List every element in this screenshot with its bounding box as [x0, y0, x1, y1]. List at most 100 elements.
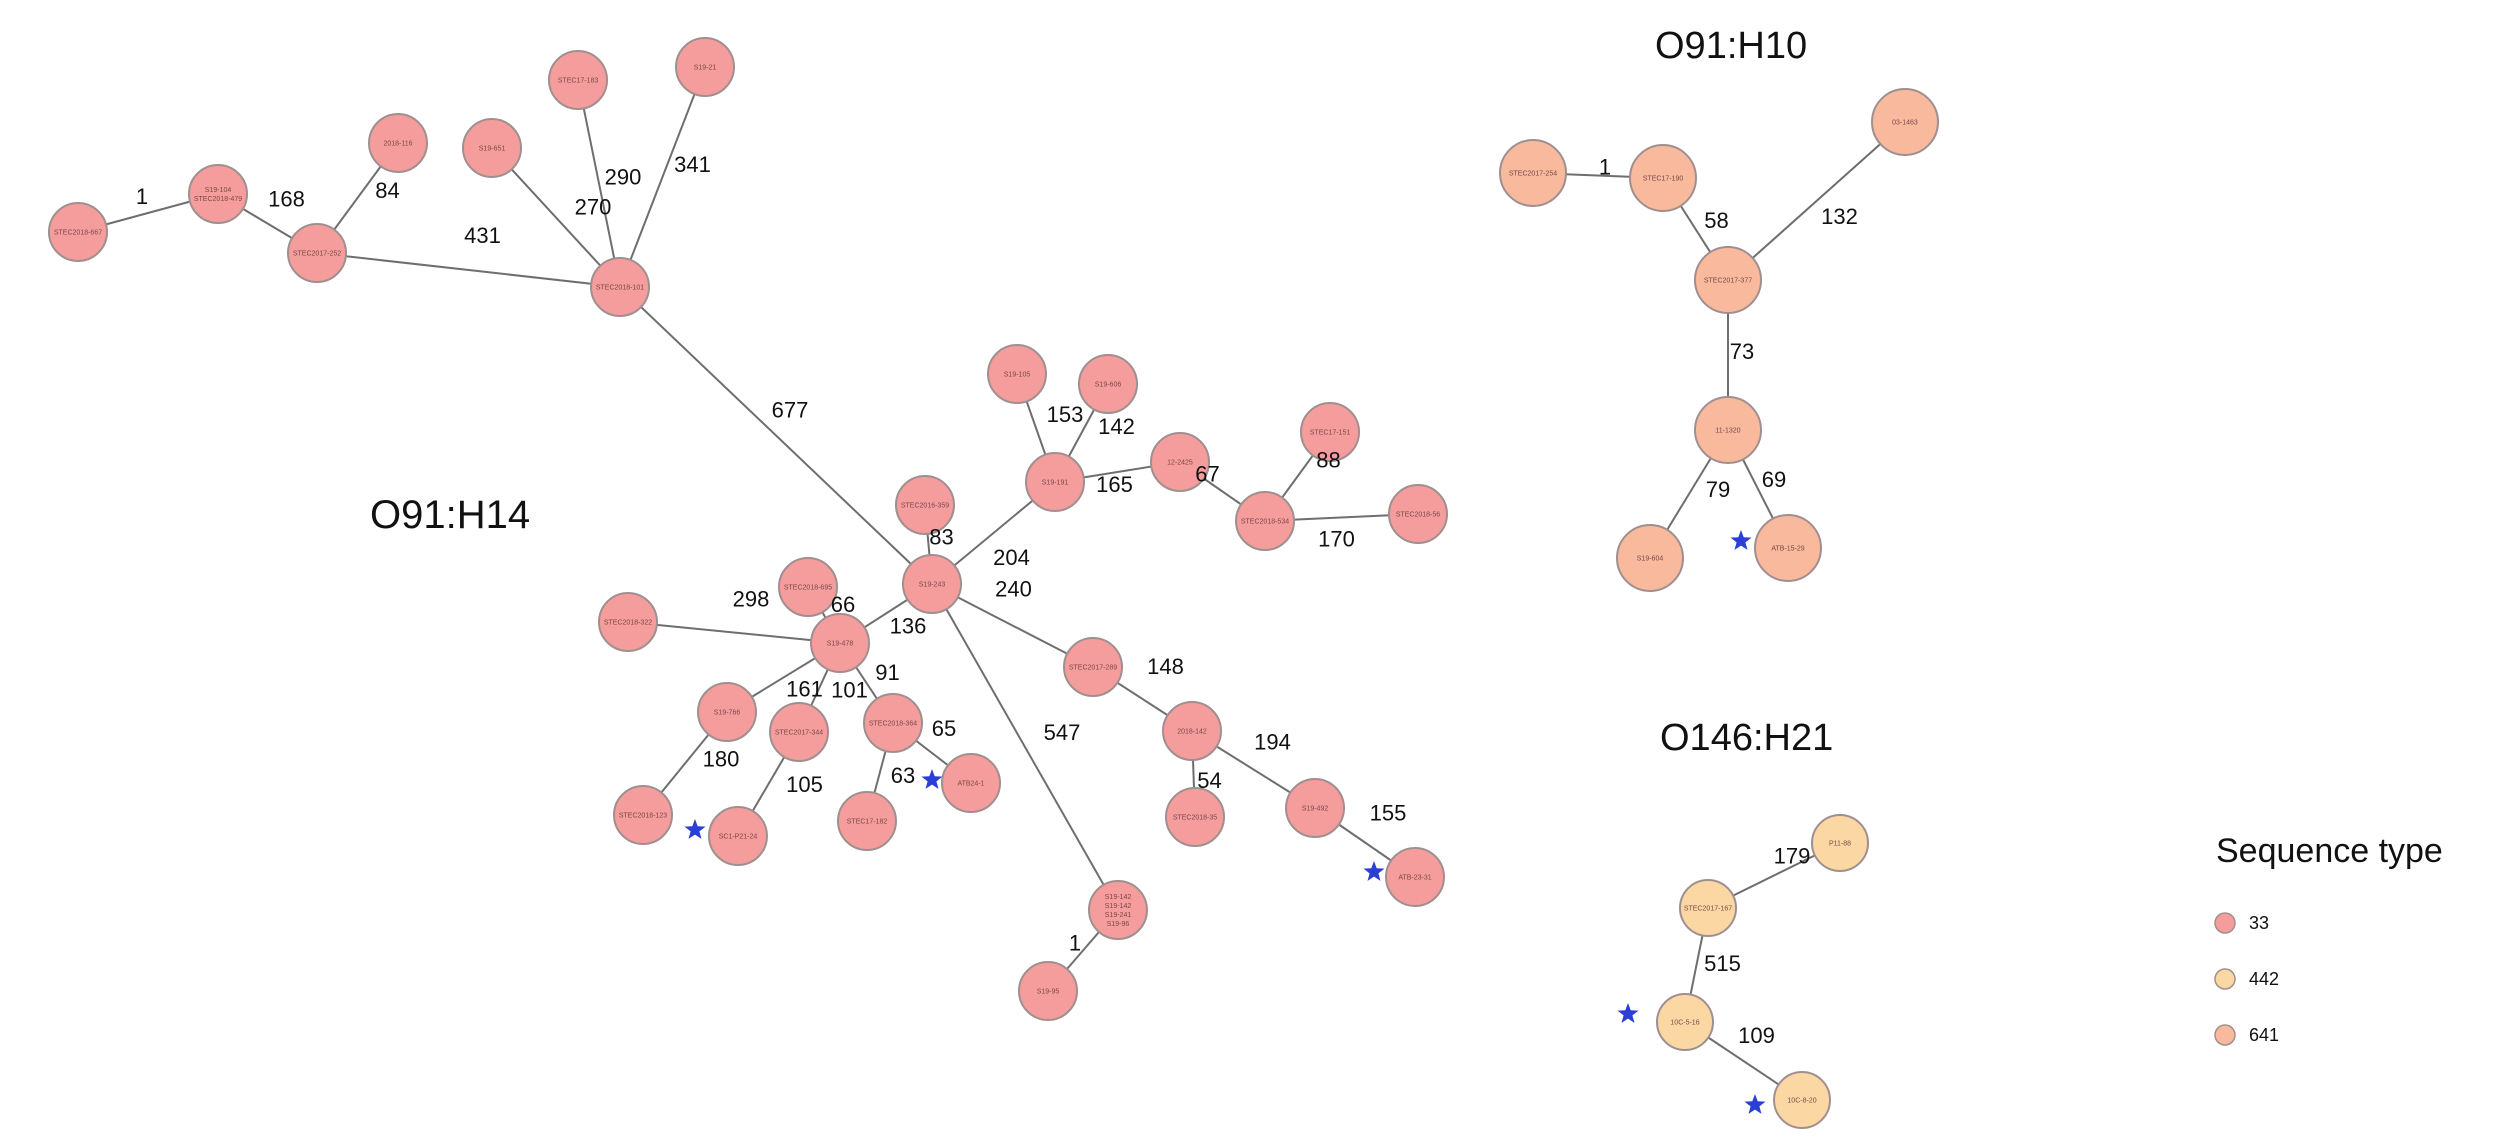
node-atb-15-29: ATB-15-29 [1754, 514, 1822, 582]
node-circle [1694, 246, 1762, 314]
node-label: STEC2016-359 [901, 503, 949, 510]
node-label: S19-105 [1004, 372, 1031, 379]
edge-weight-label: 155 [1370, 800, 1407, 825]
edge-weight-label: 67 [1195, 461, 1219, 486]
edge-weight-label: 132 [1821, 204, 1858, 229]
star-icon [1617, 1003, 1639, 1023]
node-stec2017-252: STEC2017-252 [287, 223, 347, 283]
node-circle [1811, 814, 1869, 872]
node-circle [895, 475, 955, 535]
edge-weight-label: 79 [1706, 477, 1730, 502]
node-stec2017-167: STEC2017-167 [1679, 879, 1737, 937]
node-circle [598, 592, 658, 652]
edge-weight-label: 180 [703, 746, 740, 771]
edge-weight-label: 69 [1762, 467, 1786, 492]
node-label: STEC17-190 [1643, 176, 1684, 183]
node-circle [48, 202, 108, 262]
node-circle [1679, 879, 1737, 937]
node-circle [1063, 637, 1123, 697]
edge-weight-label: 170 [1318, 526, 1355, 551]
edge-weight-label: 431 [464, 223, 501, 248]
cluster-label-o91h14: O91:H14 [370, 493, 530, 537]
node-circle [287, 223, 347, 283]
edge-weight-label: 270 [575, 194, 612, 219]
node-2018-116: 2018-116 [368, 113, 428, 173]
node-circle [462, 118, 522, 178]
node-circle [778, 557, 838, 617]
edge-weight-label: 1 [1599, 154, 1611, 179]
node-label: STEC17-182 [847, 819, 888, 826]
node-stec17-183: STEC17-183 [548, 50, 608, 110]
node-s19-191: S19-191 [1025, 452, 1085, 512]
node-circle [1078, 354, 1138, 414]
edge-weight-label: 63 [891, 763, 915, 788]
edge-weight-label: 515 [1704, 951, 1741, 976]
edge-weight-label: 165 [1096, 472, 1133, 497]
node-circle [810, 613, 870, 673]
edge-weight-label: 1 [136, 184, 148, 209]
node-sc1-p21: SC1-P21-24 [708, 806, 768, 866]
node-label: STEC2018-364 [869, 721, 917, 728]
edge-weight-label: 73 [1730, 339, 1754, 364]
star-icon [921, 769, 943, 789]
node-label: S19-21 [694, 65, 717, 72]
edge-weight-label: 341 [674, 152, 711, 177]
node-stec2017-289: STEC2017-289 [1063, 637, 1123, 697]
node-atb-23-31: ATB-23-31 [1385, 847, 1445, 907]
node-circle [1754, 514, 1822, 582]
star-icon [684, 819, 706, 839]
edge-weight-label: 179 [1774, 843, 1811, 868]
edge-weight-label: 153 [1047, 402, 1084, 427]
node-circle [1088, 880, 1148, 940]
node-label: STEC2018-35 [1173, 815, 1217, 822]
node-stec17-182: STEC17-182 [837, 791, 897, 851]
edge-n_s19_243-n_s19_142 [931, 583, 1119, 911]
node-10c-5: 10C-5-16 [1656, 993, 1714, 1051]
edge-n_s19_243-n_stec2017_289 [931, 583, 1094, 668]
edge-weight-label: 298 [733, 586, 770, 611]
node-label: ATB24-1 [957, 781, 984, 788]
node-circle [1694, 396, 1762, 464]
node-label: 03-1463 [1892, 120, 1918, 127]
node-circle [837, 791, 897, 851]
edge-weight-label: 105 [786, 772, 823, 797]
edge-weight-label: 84 [375, 178, 399, 203]
node-circle [1150, 432, 1210, 492]
node-circle [1499, 139, 1567, 207]
node-stec2018-56: STEC2018-56 [1388, 484, 1448, 544]
node-2018-142: 2018-142 [1162, 701, 1222, 761]
node-circle [1235, 491, 1295, 551]
edge-weight-label: 194 [1254, 729, 1291, 754]
edge-weight-label: 677 [772, 397, 809, 422]
node-label: S19-191 [1042, 480, 1069, 487]
node-label: STEC2017-167 [1684, 906, 1732, 913]
edge-weight-label: 168 [268, 186, 305, 211]
node-label: STEC2018-56 [1396, 512, 1440, 519]
cluster-label-o146h21: O146:H21 [1660, 717, 1833, 759]
node-label: STEC2018-123 [619, 813, 667, 820]
node-label: STEC2017-254 [1509, 171, 1557, 178]
star-icon [1363, 861, 1385, 881]
edge-weight-label: 58 [1704, 208, 1728, 233]
node-s19-604: S19-604 [1616, 524, 1684, 592]
edge-weight-label: 91 [875, 660, 899, 685]
node-stec2018-101: STEC2018-101 [590, 257, 650, 317]
node-label: 2018-116 [383, 141, 412, 148]
edge-weight-label: 148 [1147, 654, 1184, 679]
node-circle [987, 344, 1047, 404]
node-label: SC1-P21-24 [719, 834, 758, 841]
node-circle [1871, 88, 1939, 156]
edge-weight-label: 161 [786, 676, 823, 701]
node-label: STEC2018-534 [1241, 519, 1289, 526]
edge-n_s19_21-n_stec2018_101 [619, 66, 706, 288]
node-stec17-151: STEC17-151 [1300, 402, 1360, 462]
node-stec2017-344: STEC2017-344 [769, 702, 829, 762]
node-circle [368, 113, 428, 173]
edge-weight-label: 240 [995, 576, 1032, 601]
node-stec2018-123: STEC2018-123 [613, 785, 673, 845]
